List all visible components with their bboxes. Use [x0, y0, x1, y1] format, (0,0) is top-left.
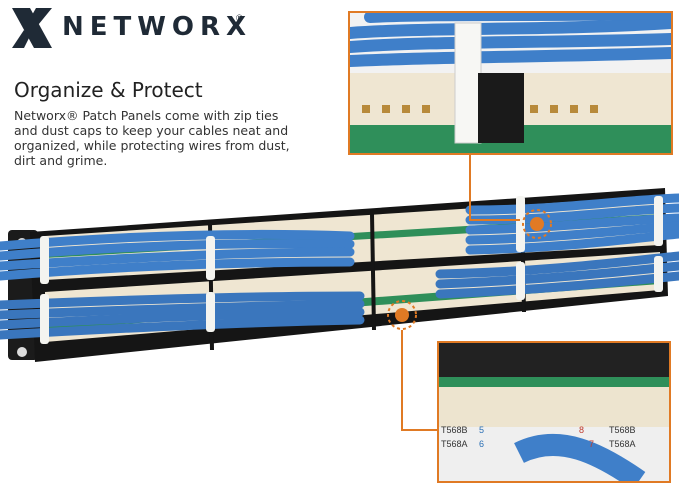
label-t568a-right: T568A	[609, 439, 636, 449]
brand-logo: NETWORX ®	[12, 8, 262, 48]
zoom-inset-zip-tie-photo	[350, 13, 671, 153]
callout-marker-top-ring	[522, 209, 552, 239]
registered-mark: ®	[236, 13, 243, 23]
label-t568b-right: T568B	[609, 425, 636, 435]
zip-ties	[40, 196, 663, 344]
callout-line-top	[469, 152, 520, 221]
pin-label-8: 8	[579, 425, 585, 435]
zoom-inset-t568-photo	[439, 343, 669, 481]
label-t568b-left: T568B	[441, 425, 468, 435]
callout-line-bottom	[401, 330, 437, 431]
label-t568a-left: T568A	[441, 439, 468, 449]
zoom-inset-zip-tie	[348, 11, 673, 155]
networx-x-mark-icon	[12, 8, 52, 48]
description-text: Networx® Patch Panels come with zip ties…	[14, 108, 290, 168]
callout-marker-bottom	[395, 308, 409, 322]
mounting-hole-bottom	[17, 347, 27, 357]
pin-label-5: 5	[479, 425, 485, 435]
headline: Organize & Protect	[14, 78, 203, 102]
zoom-inset-t568-labels: T568B T568A T568B T568A 5 8 7 6	[437, 341, 671, 483]
pin-label-6: 6	[479, 439, 485, 449]
callout-marker-top	[530, 217, 544, 231]
callout-marker-bottom-ring	[387, 300, 417, 330]
pin-label-7: 7	[589, 439, 595, 449]
brand-wordmark: NETWORX	[62, 12, 253, 42]
